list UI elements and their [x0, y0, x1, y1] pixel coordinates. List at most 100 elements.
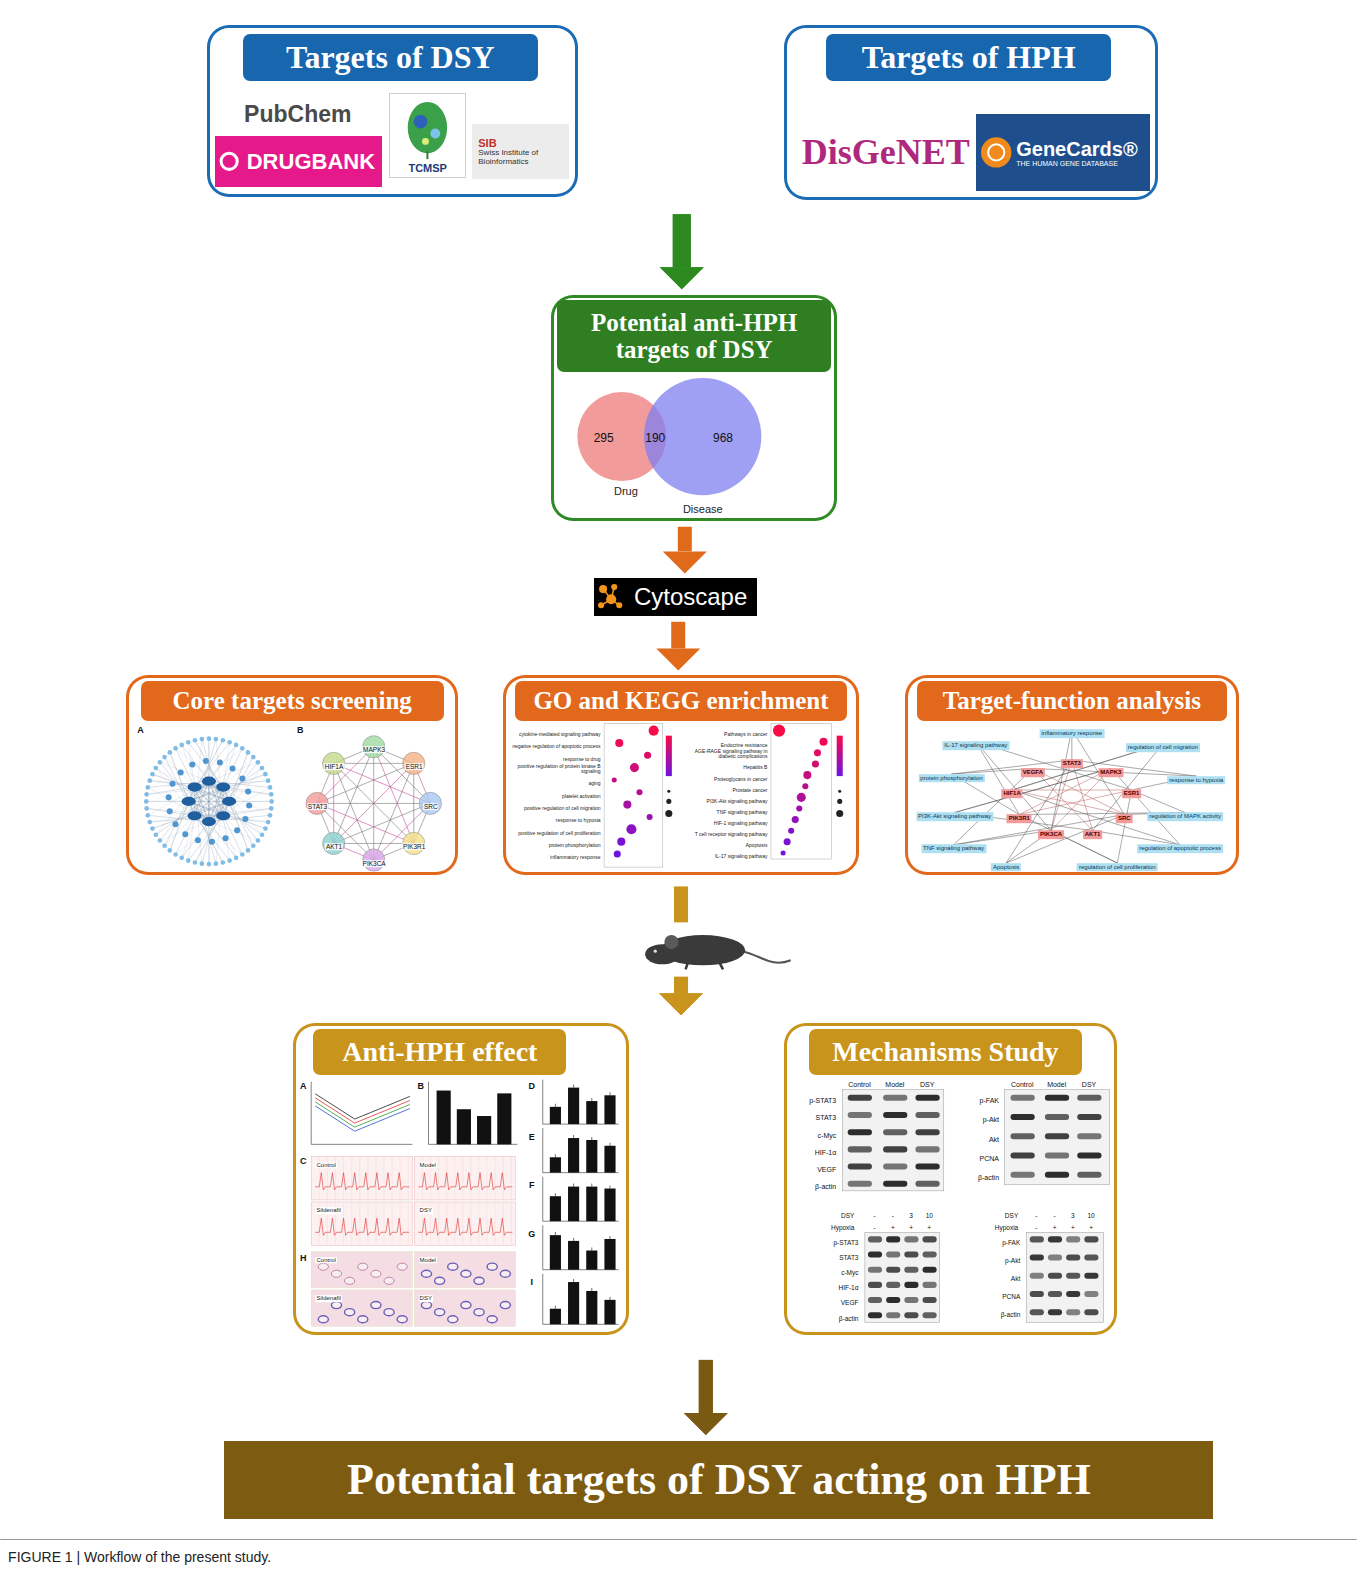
blot-band — [922, 1252, 936, 1258]
panel-letter: F — [529, 1181, 535, 1191]
label-slot: H — [300, 1247, 307, 1265]
label-slot: Pathways in cancer — [683, 723, 768, 740]
blot-label: DSY — [920, 1081, 934, 1089]
blot-band — [886, 1267, 900, 1273]
vessel — [422, 1302, 432, 1309]
blot-label: Control — [1011, 1081, 1034, 1089]
label-slot: VEGFA — [1021, 760, 1045, 778]
software-box: Cytoscape — [594, 578, 758, 615]
network-node — [256, 760, 261, 765]
label-slot: platelet activation — [510, 784, 601, 801]
label-slot: aging — [510, 772, 601, 789]
blot-label: + — [1089, 1224, 1093, 1231]
label-slot: STAT3 — [307, 795, 328, 813]
size-key — [836, 810, 843, 817]
chart-bar — [586, 1140, 597, 1173]
panel-letter: B — [297, 726, 304, 736]
blot-band — [915, 1147, 939, 1153]
label-slot: Hypoxia — [995, 1216, 1018, 1234]
gene-label: ESR1 — [405, 763, 424, 770]
gene-label: SRC — [423, 803, 439, 810]
blot-band — [1045, 1134, 1069, 1140]
chart-axis — [428, 1082, 429, 1145]
sib-logo: SIBSwiss Institute of Bioinformatics — [472, 124, 569, 179]
venn-circle — [644, 378, 761, 495]
term-label: response to hypoxia — [556, 818, 601, 823]
subpanel-title: Model — [419, 1162, 437, 1169]
network-node — [230, 766, 236, 772]
term-label: platelet activation — [562, 793, 601, 798]
blot-label: - — [892, 1213, 894, 1220]
network-edge — [156, 788, 195, 836]
blot-label: - — [1054, 1213, 1056, 1220]
caption-rule — [0, 1539, 1357, 1540]
network-node — [146, 786, 151, 791]
network-node — [266, 779, 271, 784]
blot-band — [904, 1252, 918, 1258]
ecg-grid — [471, 1202, 472, 1245]
function-label: response to hypoxia — [1167, 776, 1225, 785]
vessel — [358, 1316, 368, 1323]
gene-label: VEGFA — [1021, 768, 1045, 777]
panel-letter: A — [300, 1082, 307, 1092]
blot-label: β-actin — [815, 1183, 836, 1191]
network-node — [246, 849, 251, 854]
network-node — [166, 795, 172, 801]
label-slot: 968 — [713, 428, 733, 446]
gene-label: SRC — [1116, 814, 1133, 823]
label-slot: STAT3 — [1061, 752, 1083, 770]
error-bar — [555, 1232, 556, 1235]
network-edge — [170, 753, 189, 802]
function-label: Apoptosis — [991, 863, 1021, 872]
ecg-grid — [455, 1202, 456, 1245]
network-node — [174, 746, 179, 751]
label-slot: Akt — [989, 1128, 999, 1146]
network-node — [251, 755, 256, 760]
network-node — [163, 844, 168, 849]
chart-bar — [605, 1189, 616, 1222]
network-node — [170, 781, 176, 787]
label-slot: AKT1 — [325, 835, 343, 853]
subpanel-title: DSY — [419, 1208, 433, 1215]
chart-bar — [586, 1291, 597, 1324]
network-hub — [202, 777, 216, 786]
network-edge — [209, 763, 258, 782]
label-slot: HIF1A — [1001, 782, 1022, 800]
ecg-grid — [455, 1157, 456, 1200]
mouse-leg — [686, 963, 688, 969]
arrow-head — [663, 551, 707, 573]
label-slot: Disease — [683, 499, 723, 517]
label-slot: 3 — [1071, 1205, 1075, 1223]
vessel — [384, 1309, 394, 1316]
network-edge — [224, 769, 263, 817]
network-node — [256, 839, 261, 844]
blot-label: 3 — [909, 1213, 913, 1220]
term-label: positive regulation of protein kinase B … — [510, 763, 601, 774]
term-label: response to drug — [563, 756, 601, 761]
chart-axis — [542, 1226, 543, 1270]
logo-dot — [606, 595, 616, 605]
logo-dot — [414, 115, 428, 129]
arrow-shaft — [673, 214, 691, 267]
label-slot: DSY — [1082, 1073, 1096, 1091]
label-slot: - — [874, 1216, 876, 1234]
network-edge — [1072, 760, 1196, 776]
network-edge — [195, 802, 229, 863]
network-node — [167, 809, 173, 815]
error-bar — [592, 1248, 593, 1251]
vessel — [461, 1302, 471, 1309]
term-label: Pathways in cancer — [724, 732, 767, 737]
blot-band — [1066, 1309, 1080, 1315]
ecg-panel — [415, 1157, 516, 1200]
error-bar — [555, 1155, 556, 1158]
analysis-box: Core targets screeningABMAPK3ESR1SRCPIK3… — [126, 675, 458, 874]
histology-panel — [415, 1252, 516, 1288]
network-edge — [224, 816, 230, 861]
label-slot: Apoptosis — [991, 855, 1021, 873]
label-slot: 10 — [1087, 1205, 1094, 1223]
vessel — [371, 1271, 381, 1278]
ppi-edge — [334, 763, 414, 764]
arrow-shaft — [678, 527, 692, 552]
color-scale — [836, 736, 842, 776]
chart-axis — [542, 1177, 543, 1221]
